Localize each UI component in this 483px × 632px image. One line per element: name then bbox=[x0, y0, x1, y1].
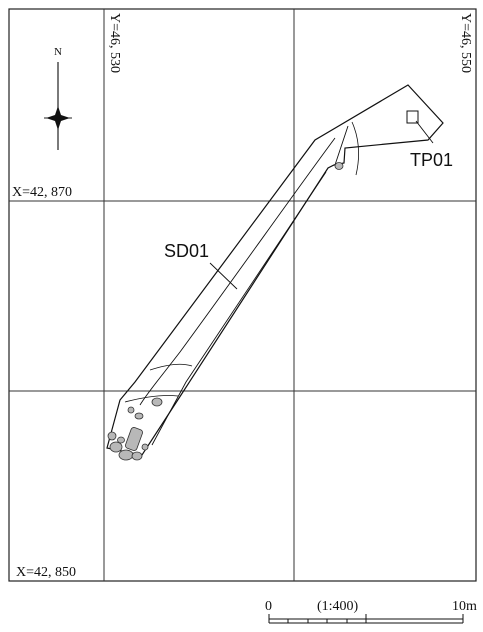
ditch-label: SD01 bbox=[164, 241, 209, 261]
stone bbox=[141, 443, 149, 451]
ditch-sd01 bbox=[106, 84, 444, 461]
pit-leader-line bbox=[415, 120, 434, 144]
grid-label-x-42870: X=42, 870 bbox=[12, 185, 72, 200]
scale-end-label: 10m bbox=[452, 599, 477, 614]
stone bbox=[131, 451, 143, 461]
grid-label-x-42850: X=42, 850 bbox=[16, 565, 76, 580]
grid-label-y-46550: Y=46, 550 bbox=[458, 13, 473, 73]
stone bbox=[134, 412, 144, 420]
scale-start-label: 0 bbox=[265, 599, 272, 614]
north-label: N bbox=[54, 46, 62, 58]
ditch-inner-edge-bank bbox=[351, 121, 360, 176]
stone bbox=[117, 436, 125, 444]
stone bbox=[109, 441, 123, 453]
stone-cluster bbox=[107, 162, 344, 461]
ditch-leader-line bbox=[209, 262, 238, 290]
pit-label: TP01 bbox=[410, 150, 453, 170]
grid-label-y-46530: Y=46, 530 bbox=[107, 13, 122, 73]
north-arrow: N bbox=[44, 46, 72, 150]
stone bbox=[107, 431, 117, 441]
stone bbox=[151, 397, 163, 407]
ditch-inner-edge-east bbox=[151, 125, 349, 446]
pit-tp01 bbox=[406, 110, 419, 124]
stone bbox=[125, 427, 143, 451]
grid-lines bbox=[9, 9, 476, 581]
stone bbox=[127, 406, 135, 414]
ditch-lower-bank bbox=[124, 395, 179, 403]
ditch-inner-edge-west bbox=[139, 137, 336, 406]
ditch-outline bbox=[106, 84, 444, 456]
scale-bar: 0 (1:400) 10m bbox=[265, 599, 477, 624]
scale-ratio-label: (1:400) bbox=[317, 599, 359, 614]
north-arrow-star-icon bbox=[46, 106, 70, 130]
stone bbox=[118, 449, 134, 461]
ditch-cross-line bbox=[149, 363, 193, 371]
stone bbox=[334, 162, 344, 170]
map-frame bbox=[8, 8, 477, 582]
